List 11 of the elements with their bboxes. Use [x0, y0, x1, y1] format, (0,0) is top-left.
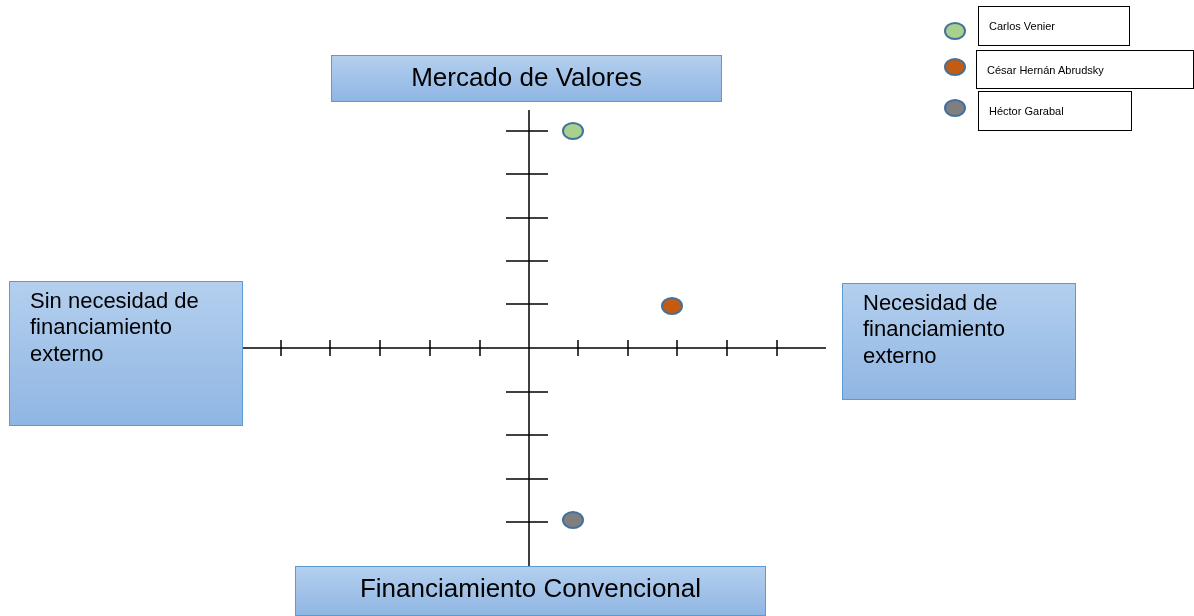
axis-label: Sin necesidad de financiamiento externo: [30, 288, 200, 368]
axis-label: Financiamiento Convencional: [359, 573, 702, 605]
legend-text: Carlos Venier: [989, 20, 1056, 32]
axis-label-box: [331, 55, 722, 102]
axis-label: Mercado de Valores: [411, 62, 642, 94]
axis-label-box: [842, 283, 1076, 400]
axis-label: Necesidad de financiamiento externo: [863, 290, 1006, 370]
legend-text: César Hernán Abrudsky: [987, 63, 1104, 76]
axis-label-box: [9, 281, 243, 426]
axis-label-box: [295, 566, 766, 616]
legend-text: Héctor Garabal: [989, 105, 1064, 117]
